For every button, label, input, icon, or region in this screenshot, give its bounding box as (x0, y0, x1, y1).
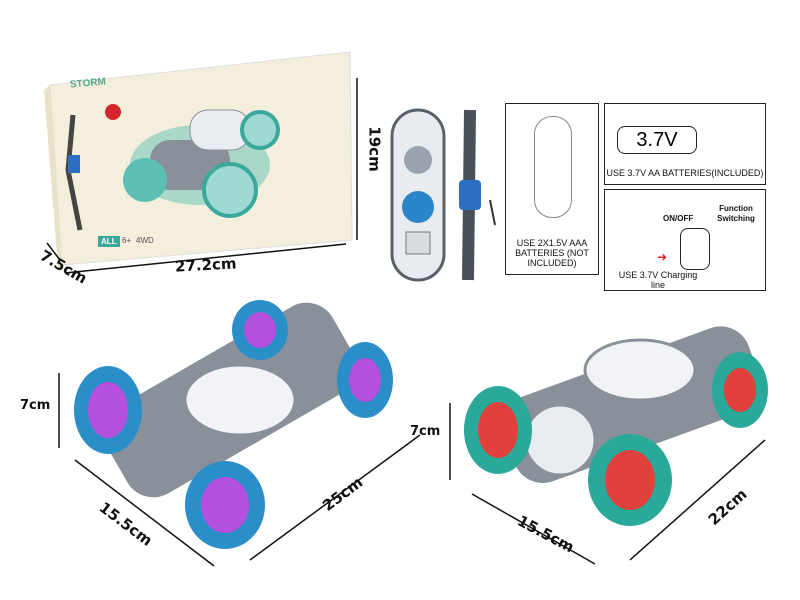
battery-note: USE 3.7V AA BATTERIES(INCLUDED) (606, 168, 764, 178)
blue-car-height-label: 7cm (20, 398, 51, 413)
remote-battery-panel: USE 2X1.5V AAA BATTERIES (NOT INCLUDED) (505, 103, 599, 275)
watch-charging-panel: ON/OFF Function Switching ➜ USE 3.7V Cha… (604, 189, 766, 291)
function-switching-label: Function Switching (717, 204, 755, 223)
product-box (44, 51, 353, 268)
green-car-height-label: 7cm (410, 424, 441, 439)
arrow-right-icon: ➜ (657, 250, 668, 264)
dimension-arrows (46, 78, 766, 567)
car-blue (74, 300, 393, 549)
box-age: 6+ (122, 236, 132, 245)
box-badge: ALL (98, 236, 120, 247)
gesture-watch (459, 109, 496, 281)
car-green (464, 326, 768, 526)
box-height-label: 19cm (365, 126, 384, 172)
battery-icon: 3.7V (617, 126, 697, 154)
box-drive: 4WD (136, 236, 154, 245)
remote-control (390, 108, 446, 282)
charging-note: USE 3.7V Charging line (618, 270, 698, 290)
remote-battery-note: USE 2X1.5V AAA BATTERIES (NOT INCLUDED) (515, 238, 589, 268)
battery-panel: 3.7V USE 3.7V AA BATTERIES(INCLUDED) (604, 103, 766, 185)
on-off-label: ON/OFF (663, 214, 694, 223)
box-width-label: 27.2cm (174, 254, 237, 276)
